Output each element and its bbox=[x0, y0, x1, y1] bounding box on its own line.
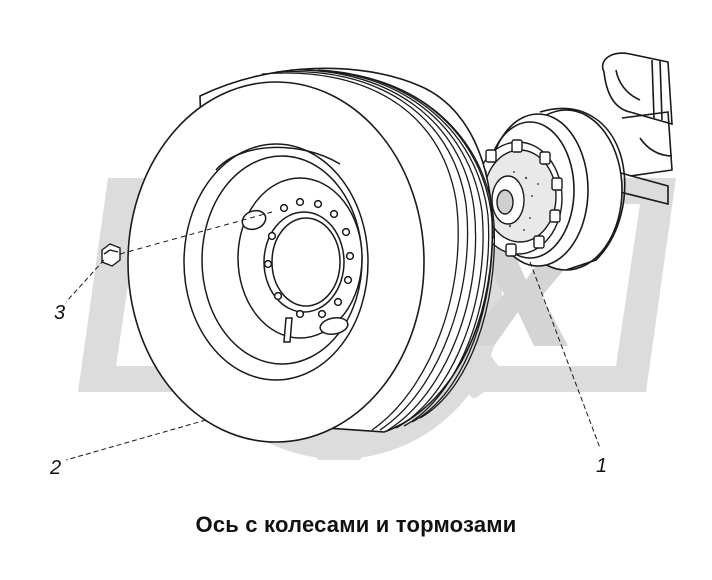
leader-lines bbox=[65, 259, 601, 461]
callout-2: 2 bbox=[50, 457, 62, 479]
tire-tread bbox=[261, 69, 496, 431]
callout-1: 1 bbox=[596, 455, 608, 477]
figure-caption: Ось с колесами и тормозами bbox=[195, 512, 517, 537]
tire-valve bbox=[283, 317, 293, 343]
axle-housing bbox=[601, 52, 673, 206]
wheel-rim bbox=[183, 143, 369, 381]
leader-line-2 bbox=[65, 419, 207, 461]
wheel-hub bbox=[473, 139, 563, 257]
leader-line-3 bbox=[65, 259, 105, 303]
leader-line-1 bbox=[529, 261, 601, 449]
callout-3: 3 bbox=[54, 302, 66, 324]
rim-bolt-holes bbox=[263, 197, 355, 319]
wheel-nut bbox=[101, 243, 121, 267]
